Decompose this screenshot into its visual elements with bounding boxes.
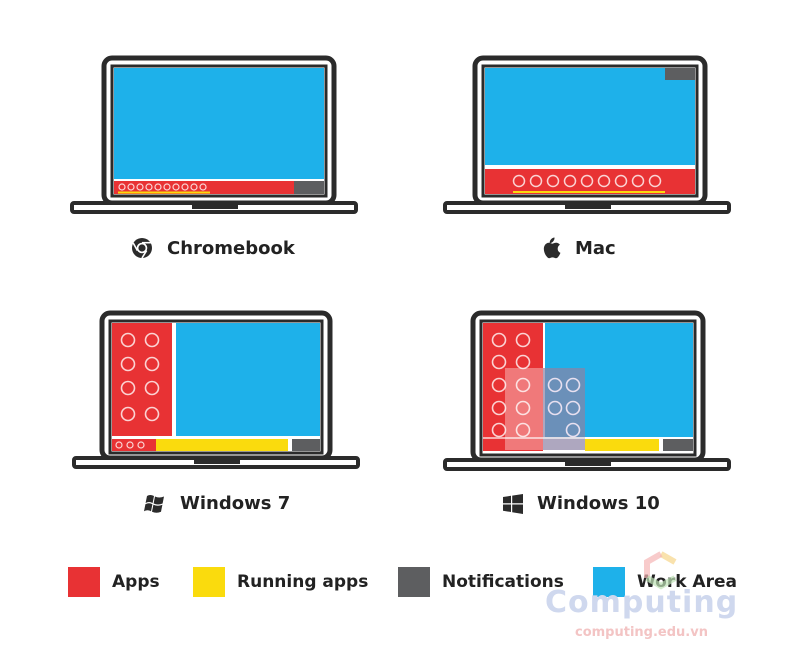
watermark: Computing computing.edu.vn [545,550,790,645]
apps-taskbar-pins [112,439,156,451]
taskbar-strip [483,437,693,439]
laptop-windows7 [72,310,360,469]
watermark-logo-icon [644,551,677,590]
watermark-url: computing.edu.vn [575,625,708,640]
work-area [176,323,320,436]
device-name: Chromebook [167,237,295,259]
running-apps-indicator [513,191,665,193]
legend-swatch-notifications [398,567,430,597]
windows7-icon [144,494,164,513]
legend-swatch-apps [68,567,100,597]
label-windows7: Windows 7 [144,493,290,514]
device-name: Windows 10 [537,493,660,514]
notifications-corner [665,68,695,80]
legend-running-apps: Running apps [193,567,368,597]
label-mac: Mac [541,237,616,259]
legend-apps: Apps [68,567,160,597]
legend-label: Running apps [237,572,369,592]
apps-dock [485,169,695,194]
legend-label: Apps [112,572,160,592]
apple-icon [543,237,561,259]
legend-swatch-running-apps [193,567,225,597]
device-name: Windows 7 [180,493,291,514]
legend-label: Notifications [442,572,564,592]
notifications-tray [292,439,320,451]
label-windows10: Windows 10 [503,493,660,514]
legend-swatch-work-area [593,567,625,597]
windows10-icon [503,493,523,514]
running-apps-indicator [118,191,210,194]
work-area [485,68,695,165]
work-area [114,68,324,179]
laptop-chromebook [70,55,358,214]
notifications-tray [663,439,693,451]
label-chromebook: Chromebook [131,237,295,259]
device-name: Mac [575,237,616,259]
laptop-mac [443,55,731,214]
running-apps-taskbar [156,439,288,451]
watermark-word: Computing [545,585,739,620]
running-apps-taskbar [585,439,659,451]
legend-notifications: Notifications [398,567,564,597]
notifications-tray [294,181,324,194]
laptop-windows10 [443,310,731,471]
chrome-icon [132,238,152,259]
